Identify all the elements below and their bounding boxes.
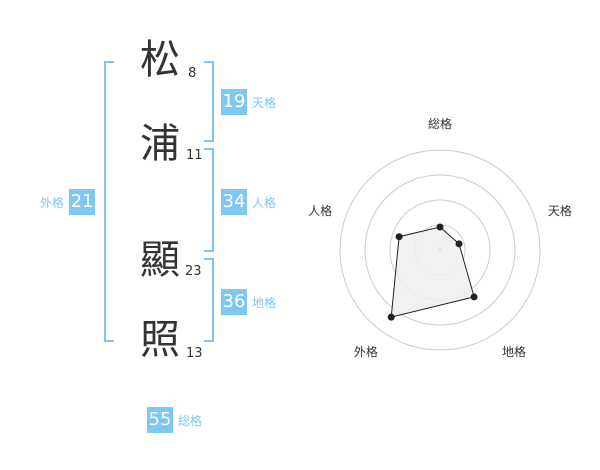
tenkaku-badge: 19 天格 [221,89,276,115]
radar-point-3 [470,293,478,301]
name-char-2: 浦 [140,121,180,167]
radar-shape [387,223,478,321]
gaikaku-bracket [104,61,114,342]
radar-point-5 [395,233,403,241]
chikaku-label: 地格 [252,295,277,310]
radar-point-4 [387,313,395,321]
stroke-count-3: 23 [185,264,202,279]
radar-ring [364,174,516,326]
stroke-count-4: 13 [186,346,203,361]
soukaku-badge: 55 総格 [147,407,202,433]
stroke-count-2: 11 [186,148,203,163]
jinkaku-badge: 34 人格 [221,189,276,215]
tenkaku-label: 天格 [252,95,277,110]
radar-ring [339,149,541,351]
radar-axis-label-2: 天格 [548,203,572,218]
gaikaku-label: 外格 [40,195,65,210]
jinkaku-value: 34 [221,189,247,215]
radar-point-2 [455,240,463,248]
soukaku-label: 総格 [178,413,203,428]
radar-polygon [390,226,475,318]
tenkaku-bracket [204,61,214,142]
chikaku-badge: 36 地格 [221,289,276,315]
radar-axis-label-1: 総格 [428,116,452,131]
jinkaku-label: 人格 [252,195,277,210]
gaikaku-badge: 外格 21 [40,189,96,215]
name-char-4: 照 [140,317,180,363]
chikaku-value: 36 [221,289,247,315]
jinkaku-bracket [204,148,214,252]
stroke-count-1: 8 [188,66,197,81]
soukaku-value: 55 [147,407,173,433]
gaikaku-value: 21 [69,189,96,215]
radar-axis-label-5: 人格 [308,203,332,218]
tenkaku-value: 19 [221,89,247,115]
name-char-1: 松 [140,37,180,83]
radar-axis-label-3: 地格 [502,344,526,359]
radar-axis-label-4: 外格 [354,344,378,359]
name-char-3: 顯 [140,237,180,283]
chikaku-bracket [204,258,214,342]
radar-point-1 [436,223,444,231]
